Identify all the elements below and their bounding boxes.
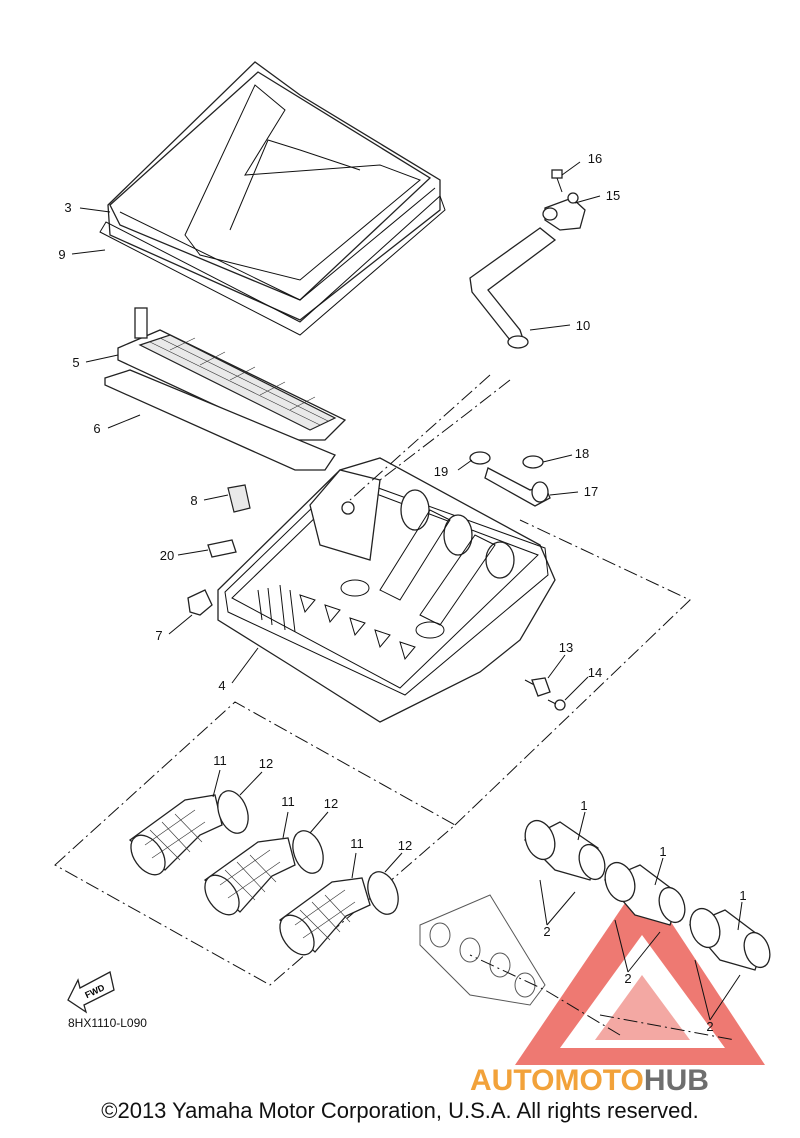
label-20 xyxy=(207,539,237,558)
callout-12-c: 12 xyxy=(398,838,412,853)
callout-16: 16 xyxy=(588,151,602,166)
leader-lines xyxy=(71,161,743,1021)
throttle-body xyxy=(419,894,546,1006)
hose-joint xyxy=(542,192,586,231)
hose-clamp-18 xyxy=(522,455,544,469)
callout-2-b: 2 xyxy=(624,971,631,986)
fwd-arrow-icon: FWD xyxy=(67,971,115,1014)
callout-11-a: 11 xyxy=(213,753,227,768)
callout-11-c: 11 xyxy=(350,836,364,851)
callout-labels: 1 1 1 2 2 2 3 4 5 6 7 8 9 10 11 11 11 12… xyxy=(58,151,746,1034)
intake-funnel-3 xyxy=(278,871,399,956)
watermark-logo xyxy=(515,878,765,1065)
callout-14: 14 xyxy=(588,665,602,680)
callout-12-b: 12 xyxy=(324,796,338,811)
assembly-boundary-lower xyxy=(54,701,456,986)
callout-19: 19 xyxy=(434,464,448,479)
intake-funnel-1 xyxy=(128,790,249,876)
assembly-boundary-right xyxy=(454,519,691,826)
callout-6: 6 xyxy=(93,421,100,436)
filter-sheet xyxy=(104,369,336,471)
air-filter-case xyxy=(217,457,556,723)
air-filter-cover xyxy=(107,61,441,321)
clip-7 xyxy=(187,589,213,616)
throttle-joint-1 xyxy=(523,819,606,881)
drawing-code: 8HX1110-L090 xyxy=(68,1016,147,1030)
callout-9: 9 xyxy=(58,247,65,262)
callout-18: 18 xyxy=(575,446,589,461)
callout-1-a: 1 xyxy=(580,798,587,813)
callout-2-a: 2 xyxy=(543,924,550,939)
callout-1-b: 1 xyxy=(659,844,666,859)
callout-5: 5 xyxy=(72,355,79,370)
intake-funnel-2 xyxy=(203,830,324,916)
callout-2-c: 2 xyxy=(706,1019,713,1034)
throttle-joint-2 xyxy=(603,861,686,926)
callout-12-a: 12 xyxy=(259,756,273,771)
watermark-text: AUTOMOTOHUB xyxy=(470,1064,709,1097)
callout-13: 13 xyxy=(559,640,573,655)
callout-3: 3 xyxy=(64,200,71,215)
callout-11-b: 11 xyxy=(281,794,295,809)
callout-20: 20 xyxy=(160,548,174,563)
hose-clamp-19 xyxy=(469,451,491,465)
throttle-joint-3 xyxy=(688,907,771,971)
callout-4: 4 xyxy=(218,678,225,693)
bolt-13 xyxy=(524,677,551,697)
sponge-8 xyxy=(227,484,251,513)
callout-15: 15 xyxy=(606,188,620,203)
screw-14 xyxy=(547,699,566,711)
assembly-line-throttle xyxy=(469,954,621,1036)
callout-7: 7 xyxy=(155,628,162,643)
drain-hose xyxy=(484,467,551,507)
joint-screw xyxy=(551,169,563,193)
air-filter-element xyxy=(117,307,347,441)
callout-17: 17 xyxy=(584,484,598,499)
air-filter-gasket xyxy=(99,195,446,336)
callout-8: 8 xyxy=(190,493,197,508)
callout-10: 10 xyxy=(576,318,590,333)
callout-1-c: 1 xyxy=(739,888,746,903)
copyright-notice: ©2013 Yamaha Motor Corporation, U.S.A. A… xyxy=(101,1098,699,1123)
breather-hose xyxy=(469,227,557,349)
